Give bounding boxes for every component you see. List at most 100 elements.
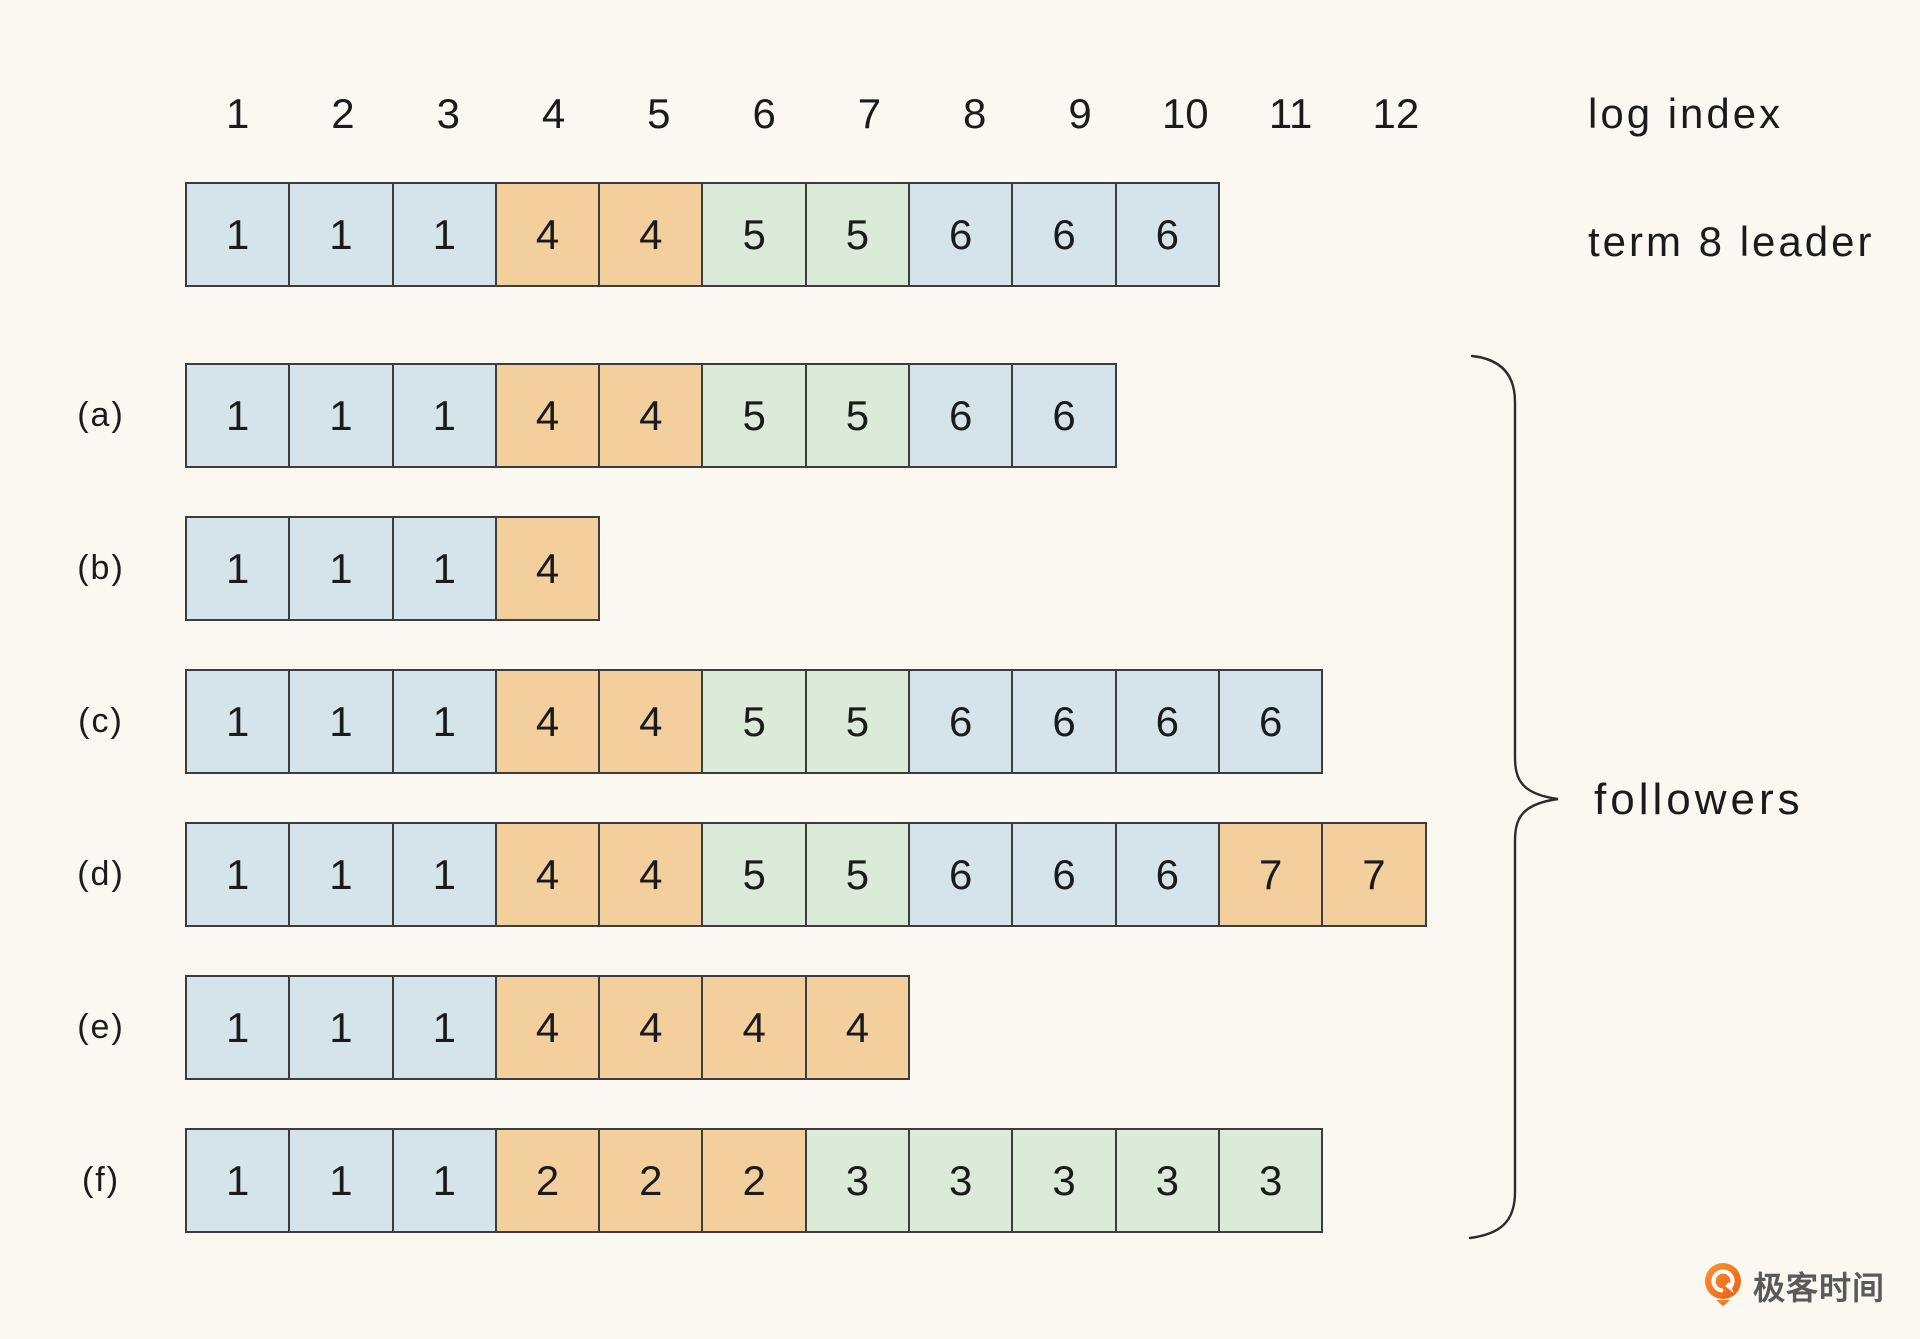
- log-entry-cell: 4: [598, 822, 704, 927]
- log-entry-cell: 6: [1011, 669, 1117, 774]
- log-entry-cell: 5: [804, 363, 911, 468]
- log-entry-cell: 6: [1011, 182, 1117, 287]
- log-index-value: 4: [541, 90, 566, 137]
- log-entry-cell: 1: [391, 975, 497, 1080]
- log-entry-cell: 6: [908, 822, 1014, 927]
- log-entry-cell: 1: [185, 822, 291, 927]
- follower-row-label-b: (b): [77, 549, 125, 587]
- log-entry-cell: 7: [1321, 822, 1427, 927]
- log-entry-cell: 4: [598, 182, 704, 287]
- log-entry-cell: 1: [288, 975, 394, 1080]
- log-entry-cell: 1: [288, 822, 394, 927]
- follower-row-label-f: (f): [81, 1161, 121, 1199]
- log-index-value: 6: [752, 90, 776, 137]
- log-entry-cell: 5: [701, 822, 807, 927]
- log-entry-cell: 1: [391, 1128, 497, 1233]
- log-entry-cell: 6: [1114, 669, 1220, 774]
- log-entry-cell: 5: [804, 822, 911, 927]
- log-entry-cell: 1: [185, 182, 291, 287]
- log-entry-cell: 6: [1011, 822, 1117, 927]
- log-entry-cell: 1: [288, 182, 394, 287]
- log-index-value: 8: [963, 90, 987, 137]
- log-entry-cell: 4: [494, 182, 601, 287]
- log-entry-cell: 1: [288, 669, 394, 774]
- log-entry-cell: 1: [185, 1128, 291, 1233]
- log-index-value: 1: [225, 90, 250, 137]
- log-entry-cell: 1: [288, 516, 394, 621]
- log-entry-cell: 5: [701, 669, 807, 774]
- follower-row-label-a: (a): [77, 396, 125, 434]
- log-entry-cell: 4: [494, 975, 601, 1080]
- log-entry-cell: 1: [391, 363, 497, 468]
- log-entry-cell: 4: [598, 975, 704, 1080]
- log-entry-cell: 3: [804, 1128, 911, 1233]
- follower-row-label-c: (c): [78, 702, 124, 740]
- follower-row-label-e: (e): [77, 1008, 125, 1046]
- log-entry-cell: 4: [494, 822, 601, 927]
- log-entry-cell: 7: [1217, 822, 1324, 927]
- log-entry-cell: 4: [598, 669, 704, 774]
- log-entry-cell: 1: [288, 363, 394, 468]
- log-entry-cell: 5: [804, 669, 911, 774]
- log-entry-cell: 2: [598, 1128, 704, 1233]
- log-index-value: 9: [1068, 90, 1092, 137]
- log-entry-cell: 1: [391, 182, 497, 287]
- log-entry-cell: 3: [1217, 1128, 1324, 1233]
- log-entry-cell: 1: [288, 1128, 394, 1233]
- log-index-value: 10: [1161, 90, 1209, 137]
- log-entry-cell: 2: [701, 1128, 807, 1233]
- log-entry-cell: 6: [908, 363, 1014, 468]
- followers-label: followers: [1594, 775, 1804, 824]
- log-index-value: 2: [331, 90, 355, 137]
- log-entry-cell: 5: [701, 363, 807, 468]
- geektime-logo-text: 极客时间: [1753, 1270, 1886, 1306]
- log-entry-cell: 2: [494, 1128, 601, 1233]
- log-entry-cell: 1: [391, 516, 497, 621]
- log-entry-cell: 1: [391, 822, 497, 927]
- log-entry-cell: 4: [494, 669, 601, 774]
- log-entry-cell: 1: [185, 363, 291, 468]
- log-entry-cell: 1: [391, 669, 497, 774]
- log-entry-cell: 1: [185, 975, 291, 1080]
- log-entry-cell: 6: [908, 182, 1014, 287]
- log-entry-cell: 6: [1217, 669, 1324, 774]
- log-entry-cell: 4: [598, 363, 704, 468]
- term-8-leader-label: term 8 leader: [1588, 218, 1875, 265]
- log-entry-cell: 6: [1114, 822, 1220, 927]
- log-entry-cell: 3: [1011, 1128, 1117, 1233]
- log-entry-cell: 6: [1114, 182, 1220, 287]
- log-index-value: 5: [647, 90, 671, 137]
- log-entry-cell: 6: [1011, 363, 1117, 468]
- log-entry-cell: 5: [701, 182, 807, 287]
- log-entry-cell: 5: [804, 182, 911, 287]
- log-entry-cell: 4: [701, 975, 807, 1080]
- log-entry-cell: 4: [494, 363, 601, 468]
- log-entry-cell: 3: [1114, 1128, 1220, 1233]
- log-index-value: 3: [436, 90, 460, 137]
- log-index-value: 11: [1268, 90, 1313, 137]
- log-index-value: 7: [857, 90, 882, 137]
- geektime-logo-icon: [1705, 1263, 1741, 1306]
- followers-brace: [1468, 354, 1559, 1240]
- log-index-value: 12: [1372, 90, 1420, 137]
- log-index-label: log index: [1588, 90, 1784, 137]
- log-entry-cell: 6: [908, 669, 1014, 774]
- geektime-logo: 极客时间: [1703, 1260, 1885, 1312]
- log-entry-cell: 4: [804, 975, 911, 1080]
